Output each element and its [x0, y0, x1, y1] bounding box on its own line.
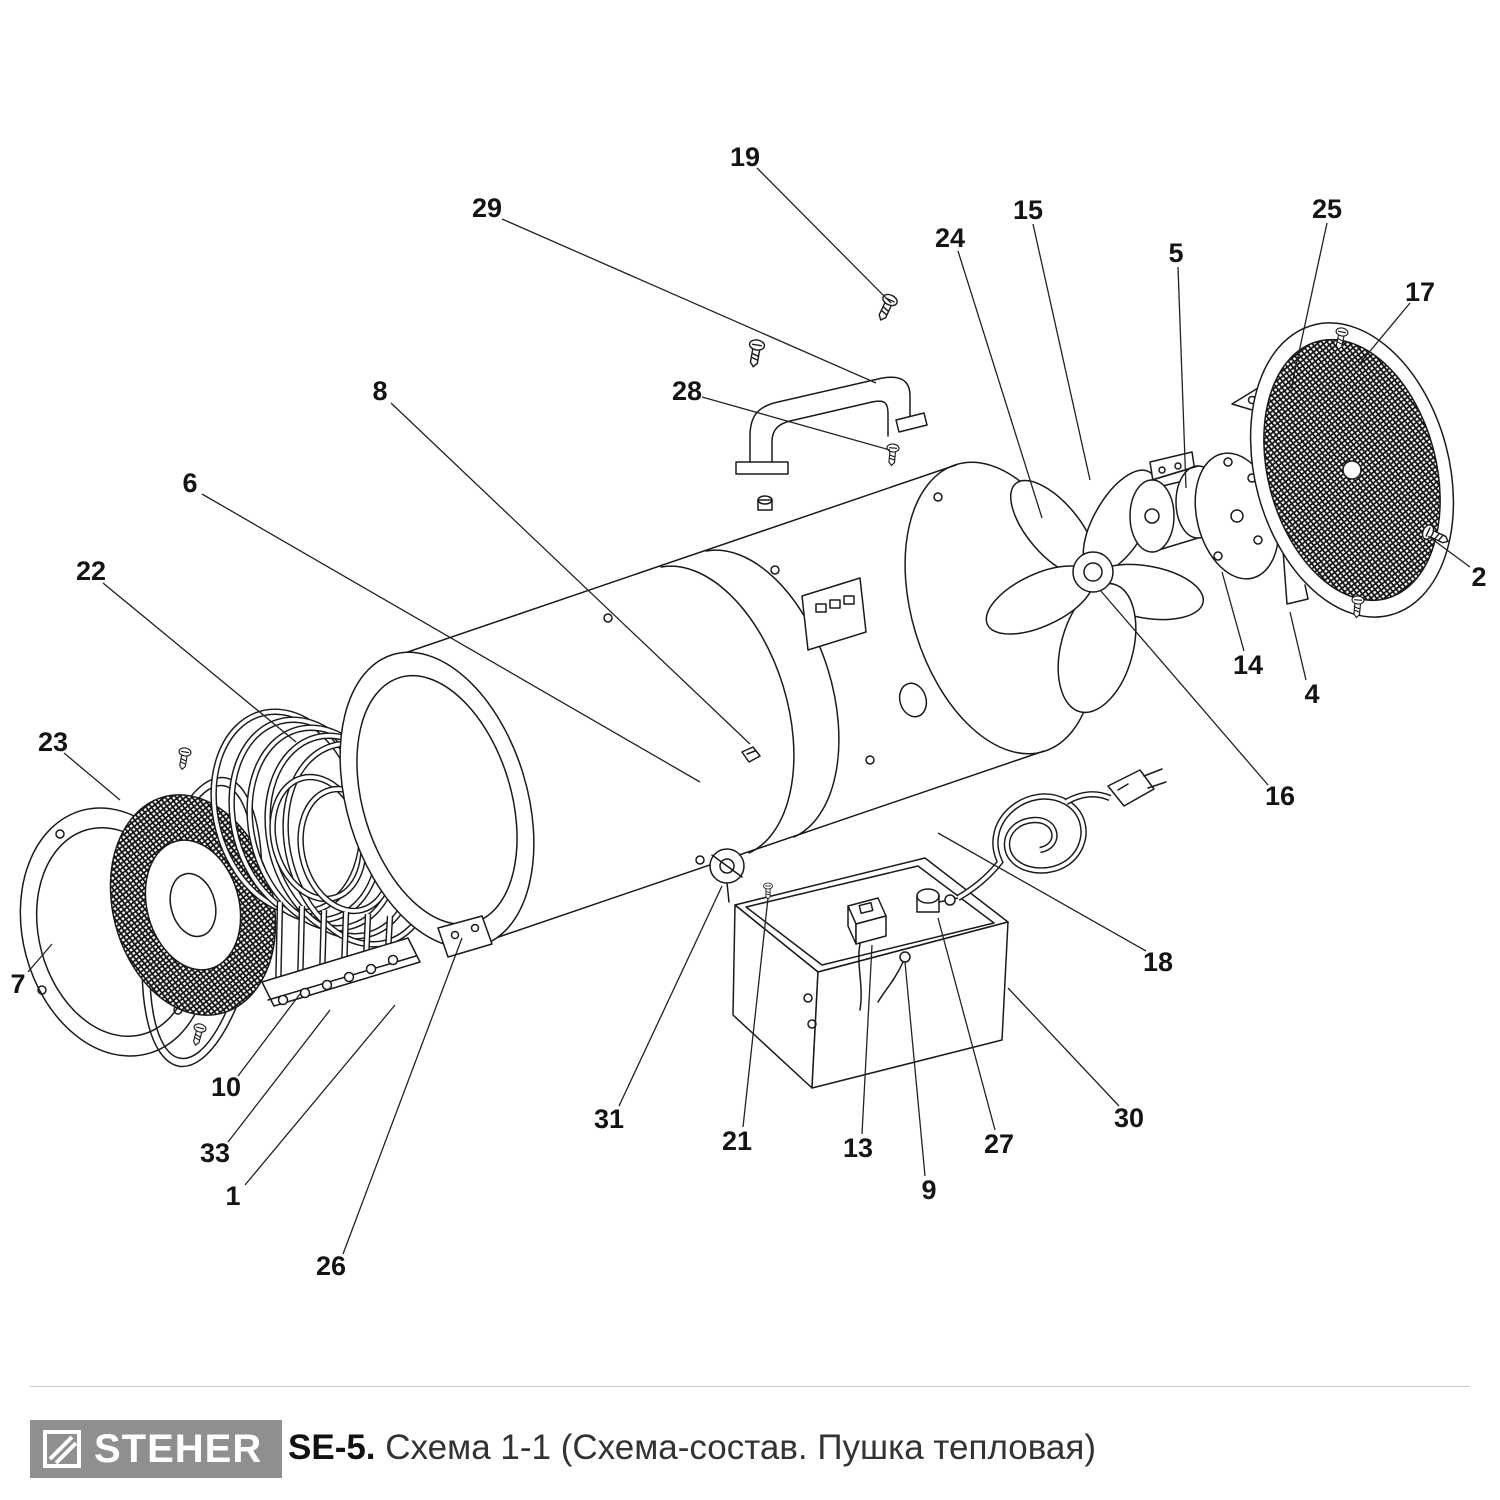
callout-label-21: 21 [722, 1126, 752, 1156]
callout-leader-33 [227, 1009, 331, 1143]
callout-leader-30 [1007, 987, 1120, 1107]
brand-name: STEHER [94, 1427, 263, 1471]
callout-label-27: 27 [984, 1129, 1014, 1159]
callout-label-26: 26 [316, 1251, 346, 1281]
power-plug [1107, 768, 1167, 807]
callout-leader-29 [501, 218, 877, 384]
callout-leader-1 [244, 1004, 396, 1186]
coil-mount-plate [261, 937, 421, 1007]
brand-logo: STEHER [30, 1420, 283, 1478]
callout-leader-18 [937, 832, 1147, 952]
callout-label-18: 18 [1143, 947, 1173, 977]
callout-label-30: 30 [1114, 1103, 1144, 1133]
callout-leader-19 [756, 167, 892, 304]
power-switch [847, 897, 887, 1011]
callout-label-10: 10 [211, 1072, 241, 1102]
callout-leader-7 [27, 943, 53, 973]
callout-label-31: 31 [594, 1104, 624, 1134]
callout-label-9: 9 [921, 1175, 936, 1205]
callout-leader-8 [390, 402, 751, 745]
callout-label-23: 23 [38, 727, 68, 757]
callout-label-1: 1 [225, 1181, 240, 1211]
callout-leader-21 [742, 897, 769, 1128]
callout-leader-22 [102, 582, 297, 743]
gas-valve [916, 888, 959, 913]
callout-label-14: 14 [1233, 650, 1263, 680]
callout-label-25: 25 [1312, 194, 1342, 224]
callout-label-24: 24 [935, 223, 965, 253]
callout-label-29: 29 [472, 193, 502, 223]
footer-divider [30, 1386, 1470, 1387]
callout-label-33: 33 [200, 1138, 230, 1168]
main-body [339, 461, 1096, 958]
callout-leader-16 [1099, 589, 1269, 786]
regulator-gauge [709, 848, 745, 903]
gas-hose-coil [956, 791, 1112, 901]
callout-leader-6 [201, 493, 701, 783]
callout-leader-4 [1289, 611, 1307, 681]
callout-leader-5 [1177, 266, 1187, 489]
callout-leader-15 [1032, 223, 1091, 481]
callout-leader-26 [342, 937, 463, 1255]
callout-label-7: 7 [10, 969, 25, 999]
rear-grille [1249, 322, 1455, 618]
callout-label-19: 19 [730, 142, 760, 172]
callout-label-4: 4 [1304, 679, 1319, 709]
callout-leader-10 [237, 993, 301, 1077]
callout-label-2: 2 [1471, 562, 1486, 592]
callout-leader-17 [1355, 302, 1411, 369]
callout-leader-23 [63, 752, 121, 801]
callout-label-28: 28 [672, 376, 702, 406]
callout-leader-27 [937, 917, 996, 1131]
callout-label-22: 22 [76, 556, 106, 586]
callout-label-5: 5 [1168, 238, 1183, 268]
callout-leader-31 [618, 885, 723, 1107]
front-mesh-disc [109, 794, 277, 1016]
callout-leader-24 [957, 250, 1043, 519]
brand-mark-icon [43, 1430, 81, 1468]
callout-label-6: 6 [182, 468, 197, 498]
callout-label-13: 13 [843, 1133, 873, 1163]
carry-handle [735, 376, 928, 475]
exploded-diagram: 1929152524517288622214423167181033131211… [10, 142, 1486, 1281]
callout-label-15: 15 [1013, 195, 1043, 225]
callout-leader-14 [1221, 571, 1245, 652]
diagram-title: SE-5. Схема 1-1 (Схема-состав. Пушка теп… [288, 1428, 1096, 1468]
callout-leader-2 [1427, 535, 1471, 568]
callout-leader-13 [861, 944, 873, 1135]
callout-leader-25 [1290, 222, 1328, 390]
title-text: Схема 1-1 (Схема-состав. Пушка тепловая) [385, 1428, 1096, 1467]
callout-label-8: 8 [372, 376, 387, 406]
callout-label-16: 16 [1265, 781, 1295, 811]
callout-leader-28 [701, 396, 891, 451]
footer: STEHER SE-5. Схема 1-1 (Схема-состав. Пу… [0, 1386, 1500, 1500]
model-label: SE-5. [288, 1428, 376, 1467]
callout-label-17: 17 [1405, 277, 1435, 307]
callout-leader-9 [904, 961, 926, 1177]
